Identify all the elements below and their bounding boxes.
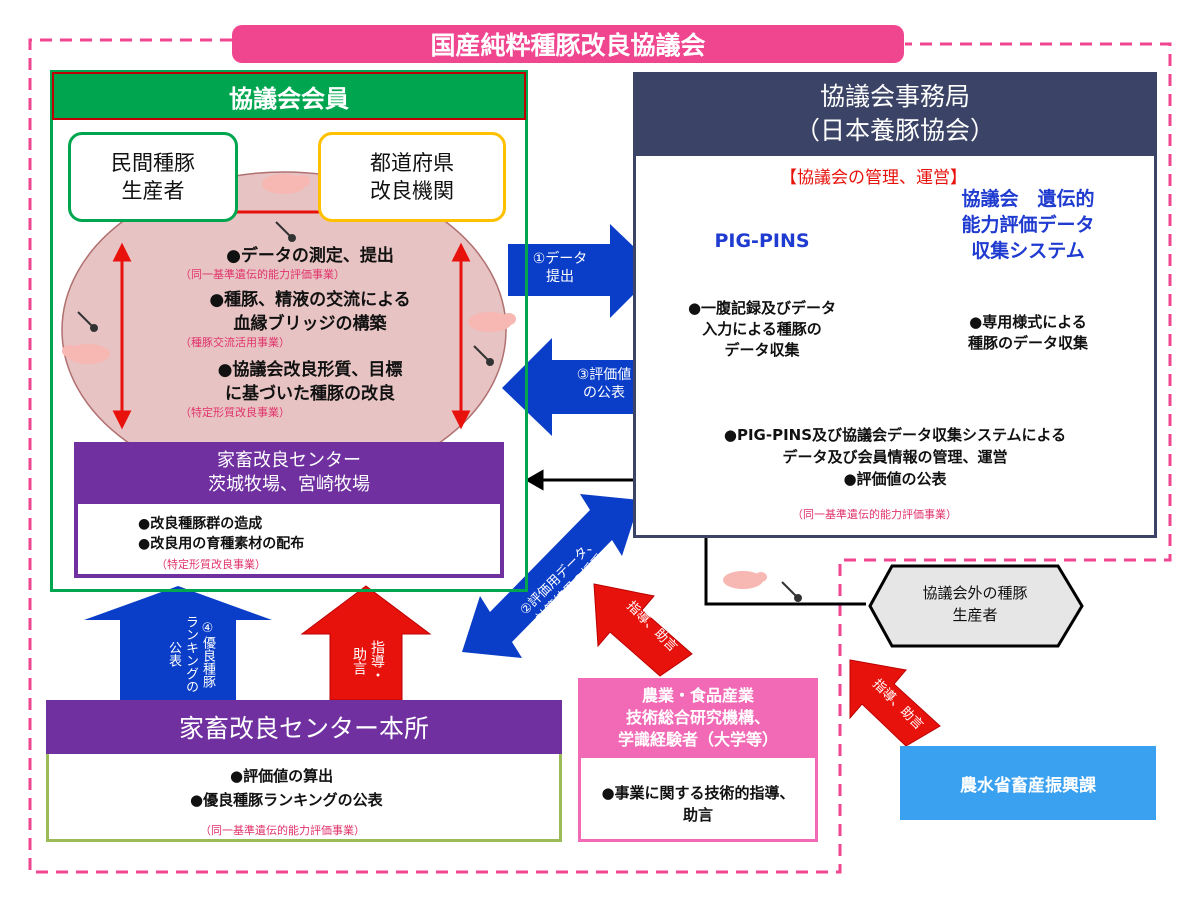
research-header-2: 技術総合研究機構、: [625, 708, 770, 727]
hq-note: （同一基準遺伝的能力評価事業）: [200, 824, 365, 837]
council-db-desc-2: 種豚のデータ収集: [967, 334, 1088, 352]
office-subtitle: 【協議会の管理、運営】: [780, 168, 967, 188]
evaluation-publish-arrow: [502, 338, 656, 436]
council-dashed-border: [28, 38, 1172, 874]
arrow-4-line2: ランキングの: [183, 615, 198, 693]
guidance-arrow-2: [593, 583, 693, 677]
ranch-header-line1: 家畜改良センター: [217, 450, 361, 471]
council-db-desc: ●専用様式による 種豚のデータ収集: [922, 312, 1134, 354]
ranking-publish-arrow: [84, 586, 272, 700]
arrow-4-line3: 公表: [166, 641, 181, 667]
arrow-4-line1: ④優良種豚: [200, 620, 215, 688]
outside-producer-shape: [868, 564, 1084, 648]
arrow-4-label: ④優良種豚 ランキングの 公表: [140, 612, 216, 696]
arrow-1-line1: ①データ: [532, 251, 588, 267]
activity-2: ●種豚、精液の交流による 血縁ブリッジの構築 （種豚交流活用事業）: [160, 288, 460, 350]
guidance-1-line2: 助言: [351, 647, 367, 675]
ranch-items: ●改良種豚群の造成 ●改良用の育種素材の配布: [138, 514, 304, 554]
office-header-line1: 協議会事務局: [819, 82, 970, 111]
prefecture-box: 都道府県 改良機関: [318, 132, 506, 222]
council-db-title-1: 協議会 遺伝的: [961, 188, 1095, 210]
research-header-3: 学識経験者（大学等）: [617, 730, 778, 749]
ranch-note: （特定形質改良事業）: [156, 558, 266, 571]
council-title: 国産純粋種豚改良協議会: [232, 25, 904, 63]
activity-2-note: （種豚交流活用事業）: [180, 336, 290, 349]
council-db-desc-1: ●専用様式による: [969, 313, 1087, 331]
research-header-1: 農業・食品産業: [641, 686, 754, 705]
guidance-1-label: 指導・ 助言: [346, 626, 386, 696]
ministry-box: 農水省畜産振興課: [900, 746, 1156, 820]
research-item-1: ●事業に関する技術的指導、: [601, 784, 795, 802]
arrow-3-line2: の公表: [583, 385, 625, 401]
hq-header: 家畜改良センター本所: [46, 700, 562, 754]
research-items: ●事業に関する技術的指導、 助言: [578, 782, 818, 826]
ranch-header: 家畜改良センター 茨城牧場、宮崎牧場: [74, 446, 504, 500]
office-bottom-2: データ及び会員情報の管理、運営: [782, 448, 1008, 466]
office-bottom-text: ●PIG-PINS及び協議会データ収集システムによる データ及び会員情報の管理、…: [660, 424, 1130, 490]
activity-3-text2: に基づいた種豚の改良: [225, 384, 395, 404]
members-header: 協議会会員: [52, 72, 526, 120]
private-breeder-box: 民間種豚 生産者: [68, 132, 238, 222]
outside-producer-line1: 協議会外の種豚: [922, 584, 1028, 602]
research-item-2: 助言: [682, 806, 713, 824]
prefecture-line1: 都道府県: [370, 151, 454, 175]
arrow-1-line2: 提出: [546, 269, 574, 285]
pig-pins-desc: ●一腹記録及びデータ 入力による種豚の データ収集: [666, 298, 858, 361]
data-exchange-arrow: [462, 494, 640, 658]
ranch-item-2: ●改良用の育種素材の配布: [138, 536, 305, 552]
council-db-title: 協議会 遺伝的 能力評価データ 収集システム: [922, 186, 1134, 264]
arrow-3-line1: ③評価値: [576, 367, 632, 383]
ranch-item-1: ●改良種豚群の造成: [138, 516, 263, 532]
private-breeder-line2: 生産者: [121, 179, 185, 203]
pig-pins-desc-1: ●一腹記録及びデータ: [687, 299, 837, 317]
members-box: [50, 70, 528, 592]
council-db-title-3: 収集システム: [971, 240, 1085, 262]
research-header: 農業・食品産業 技術総合研究機構、 学識経験者（大学等）: [578, 678, 818, 758]
prefecture-line2: 改良機関: [370, 179, 454, 203]
guidance-arrow-3: [849, 659, 941, 747]
activity-3-note: （特定形質改良事業）: [180, 406, 290, 419]
pig-pins-desc-3: データ収集: [724, 341, 800, 359]
activity-1: ●データの測定、提出 （同一基準遺伝的能力評価事業）: [160, 244, 460, 282]
office-bottom-3: ●評価値の公表: [843, 470, 947, 488]
activity-list: ●データの測定、提出 （同一基準遺伝的能力評価事業） ●種豚、精液の交流による …: [160, 244, 460, 420]
activity-2-text2: 血縁ブリッジの構築: [233, 314, 387, 334]
ranch-header-line2: 茨城牧場、宮崎牧場: [208, 474, 370, 495]
office-header-line2: （日本養豚協会）: [794, 116, 995, 145]
private-breeder-line1: 民間種豚: [111, 151, 195, 175]
arrow-3-label: ③評価値 の公表: [556, 366, 652, 402]
pig-icon: [62, 174, 767, 589]
council-title-text: 国産純粋種豚改良協議会: [430, 31, 706, 60]
activity-3: ●協議会改良形質、目標 に基づいた種豚の改良 （特定形質改良事業）: [160, 358, 460, 420]
activity-2-text: ●種豚、精液の交流による: [209, 290, 411, 310]
hq-item-2: ●優良種豚ランキングの公表: [190, 791, 383, 809]
activity-3-text: ●協議会改良形質、目標: [217, 360, 403, 380]
pig-pins-title: PIG-PINS: [714, 230, 810, 252]
ranch-body: ●改良種豚群の造成 ●改良用の育種素材の配布 （特定形質改良事業）: [78, 504, 500, 574]
hq-item-1: ●評価値の算出: [230, 767, 334, 785]
outside-producer-line2: 生産者: [952, 606, 998, 624]
office-note: （同一基準遺伝的能力評価事業）: [792, 508, 957, 521]
data-submit-arrow: [508, 224, 658, 318]
council-db-title-2: 能力評価データ: [961, 214, 1095, 236]
guidance-arrow-1: [300, 585, 432, 701]
outside-producer-link: [524, 469, 866, 606]
activity-1-text: ●データの測定、提出: [226, 246, 394, 266]
arrow-1-label: ①データ 提出: [514, 250, 606, 286]
office-header: 協議会事務局 （日本養豚協会）: [633, 72, 1157, 156]
semen-tube-icon: [77, 221, 802, 602]
activity-1-note: （同一基準遺伝的能力評価事業）: [180, 268, 345, 281]
members-header-text: 協議会会員: [229, 84, 349, 113]
hq-items: ●評価値の算出 ●優良種豚ランキングの公表: [190, 764, 383, 812]
ministry-label: 農水省畜産振興課: [960, 775, 1096, 796]
outside-producer-label: 協議会外の種豚 生産者: [880, 582, 1070, 626]
pig-pins-desc-2: 入力による種豚の: [702, 320, 822, 338]
office-bottom-1: ●PIG-PINS及び協議会データ収集システムによる: [723, 426, 1067, 444]
guidance-1-line1: 指導・: [369, 640, 385, 682]
